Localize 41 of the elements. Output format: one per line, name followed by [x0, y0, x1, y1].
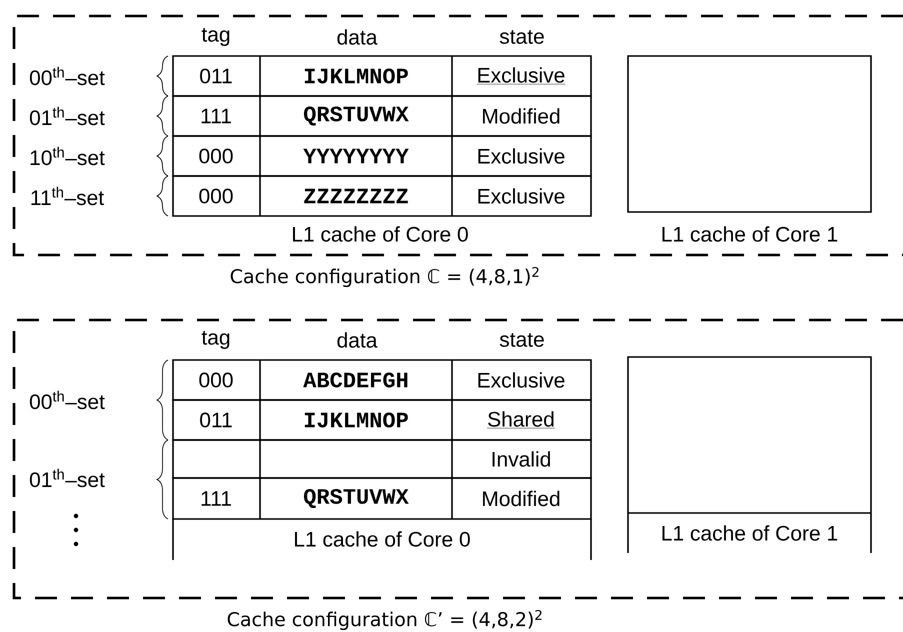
- tag-value: 011: [200, 68, 232, 84]
- column-header: data: [337, 29, 378, 45]
- data-value: QRSTUVWX: [304, 106, 409, 126]
- panel-caption: Cache configuration ℂ = (4,8,1)$^{2}$: [230, 266, 538, 288]
- data-value: IJKLMNOP: [304, 68, 408, 84]
- set-label: 01$^{th}$–set: [30, 106, 105, 126]
- state-value: Invalid: [492, 451, 550, 467]
- data-value: ABCDEFGH: [303, 372, 408, 388]
- tag-value: 000: [199, 372, 233, 388]
- column-header: tag: [202, 28, 230, 46]
- column-header: data: [337, 332, 378, 348]
- column-header: state: [500, 333, 544, 347]
- cache-box: L1 cache of Core 0: [172, 519, 592, 560]
- state-value: Modified: [483, 108, 560, 124]
- state-value: Exclusive: [478, 372, 564, 388]
- node-label: L1 cache of Core 1: [662, 226, 838, 242]
- state-value: Exclusive: [478, 148, 564, 164]
- tag-value: 000: [199, 148, 233, 164]
- data-value: QRSTUVWX: [304, 488, 409, 508]
- set-label: 01$^{th}$–set: [30, 468, 105, 488]
- tag-value: 011: [200, 412, 232, 428]
- set-label: 00$^{th}$–set: [30, 390, 105, 410]
- state-value: Exclusive: [478, 188, 564, 204]
- state-value: Modified: [483, 490, 560, 506]
- tag-value: 000: [199, 188, 233, 204]
- state-value: Exclusive: [476, 67, 566, 84]
- set-label: 10$^{th}$–set: [30, 146, 105, 166]
- state-value: Shared: [486, 411, 556, 428]
- set-label: 00$^{th}$–set: [30, 66, 105, 86]
- tag-value: 111: [202, 108, 231, 124]
- cache-label: L1 cache of Core 0: [293, 226, 468, 242]
- column-header: tag: [202, 331, 230, 349]
- column-header: state: [500, 30, 544, 44]
- cache-box: L1 cache of Core 1: [627, 356, 872, 553]
- data-value: YYYYYYYY: [303, 148, 409, 164]
- set-label: 11$^{th}$–set: [31, 186, 104, 206]
- panel-caption: Cache configuration ℂ’ = (4,8,2)$^{2}$: [228, 610, 542, 630]
- data-value: ZZZZZZZZ: [304, 188, 408, 204]
- data-value: IJKLMNOP: [304, 412, 408, 428]
- tag-value: 111: [202, 491, 231, 506]
- cache-box: L1 cache of Core 1: [627, 55, 872, 242]
